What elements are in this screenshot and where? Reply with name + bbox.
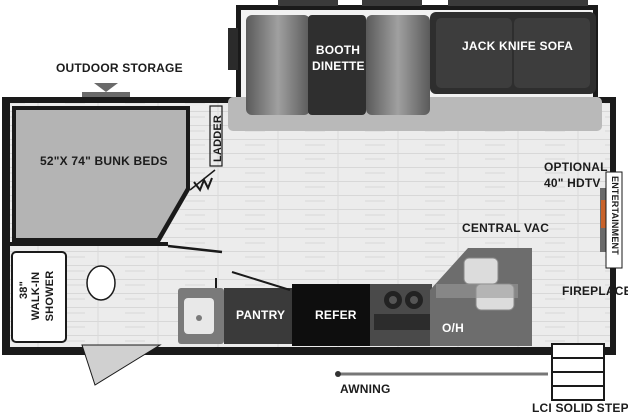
booth-seat-left — [246, 15, 310, 115]
label-jack-knife-sofa: JACK KNIFE SOFA — [462, 39, 574, 53]
toilet — [86, 265, 116, 301]
label-central-vac: CENTRAL VAC — [462, 221, 550, 235]
label-outdoor-storage: OUTDOOR STORAGE — [56, 61, 183, 75]
label-hdtv: 40" HDTV — [544, 176, 601, 190]
ladder-zigzag — [193, 177, 213, 193]
shower — [11, 251, 67, 343]
refer — [292, 284, 370, 346]
label-refer: REFER — [315, 308, 357, 322]
label-optional: OPTIONAL — [544, 160, 608, 174]
entry-door — [81, 344, 162, 386]
label-step: LCI SOLID STEP — [532, 401, 628, 415]
label-overhead: O/H — [442, 321, 464, 335]
label-bunk-beds: 52"X 74" BUNK BEDS — [40, 154, 168, 168]
booth-table — [308, 15, 366, 115]
label-fireplace: FIREPLACE — [562, 284, 628, 298]
booth-seat-right — [366, 15, 430, 115]
label-booth: BOOTH — [315, 43, 361, 57]
label-awning: AWNING — [340, 382, 391, 396]
label-ladder: LADDER — [212, 114, 224, 162]
bath-wall — [10, 242, 168, 246]
label-shower-3: SHOWER — [44, 270, 56, 322]
label-pantry: PANTRY — [236, 308, 286, 322]
label-shower-1: 38" — [18, 280, 30, 300]
pantry — [224, 288, 292, 344]
ladder — [209, 105, 223, 167]
label-entertainment: ENTERTAINMENT — [610, 176, 620, 255]
label-dinette: DINETTE — [312, 59, 365, 73]
label-shower-2: WALK-IN — [30, 271, 42, 321]
outdoor-storage-arrow — [94, 83, 118, 92]
